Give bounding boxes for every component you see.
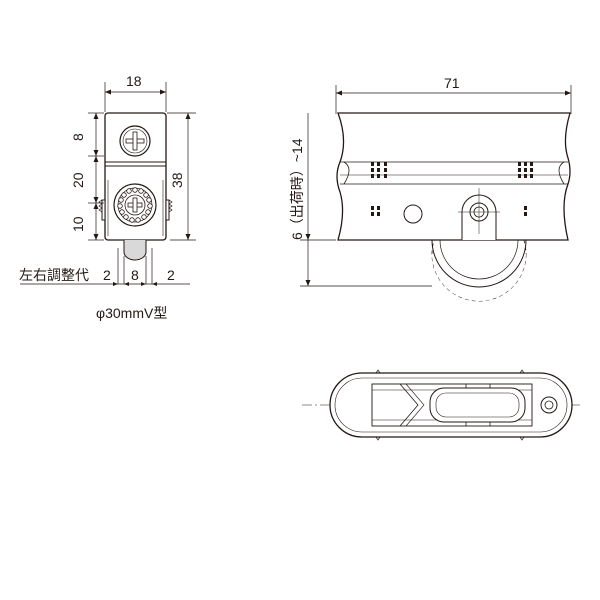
adjust-left-label: 2: [103, 267, 111, 283]
seg-top-dimension-label: 8: [70, 133, 86, 141]
front-view: [20, 82, 196, 286]
width-dimension-label: 18: [126, 73, 142, 89]
length-dimension-label: 71: [444, 75, 460, 91]
side-view: [300, 85, 572, 302]
plan-view: [302, 369, 580, 441]
adjust-right-label: 2: [167, 267, 175, 283]
wheel-type-caption: φ30mmV型: [96, 305, 168, 321]
height-total-dimension-label: 38: [169, 172, 185, 188]
seg-bottom-dimension-label: 10: [70, 216, 86, 232]
wheel-width-label: 8: [131, 267, 139, 283]
adjust-range-caption: 左右調整代: [19, 267, 89, 283]
seg-mid-dimension-label: 20: [70, 172, 86, 188]
height-range-dimension-label: 6（出荷時）~14: [289, 138, 305, 240]
